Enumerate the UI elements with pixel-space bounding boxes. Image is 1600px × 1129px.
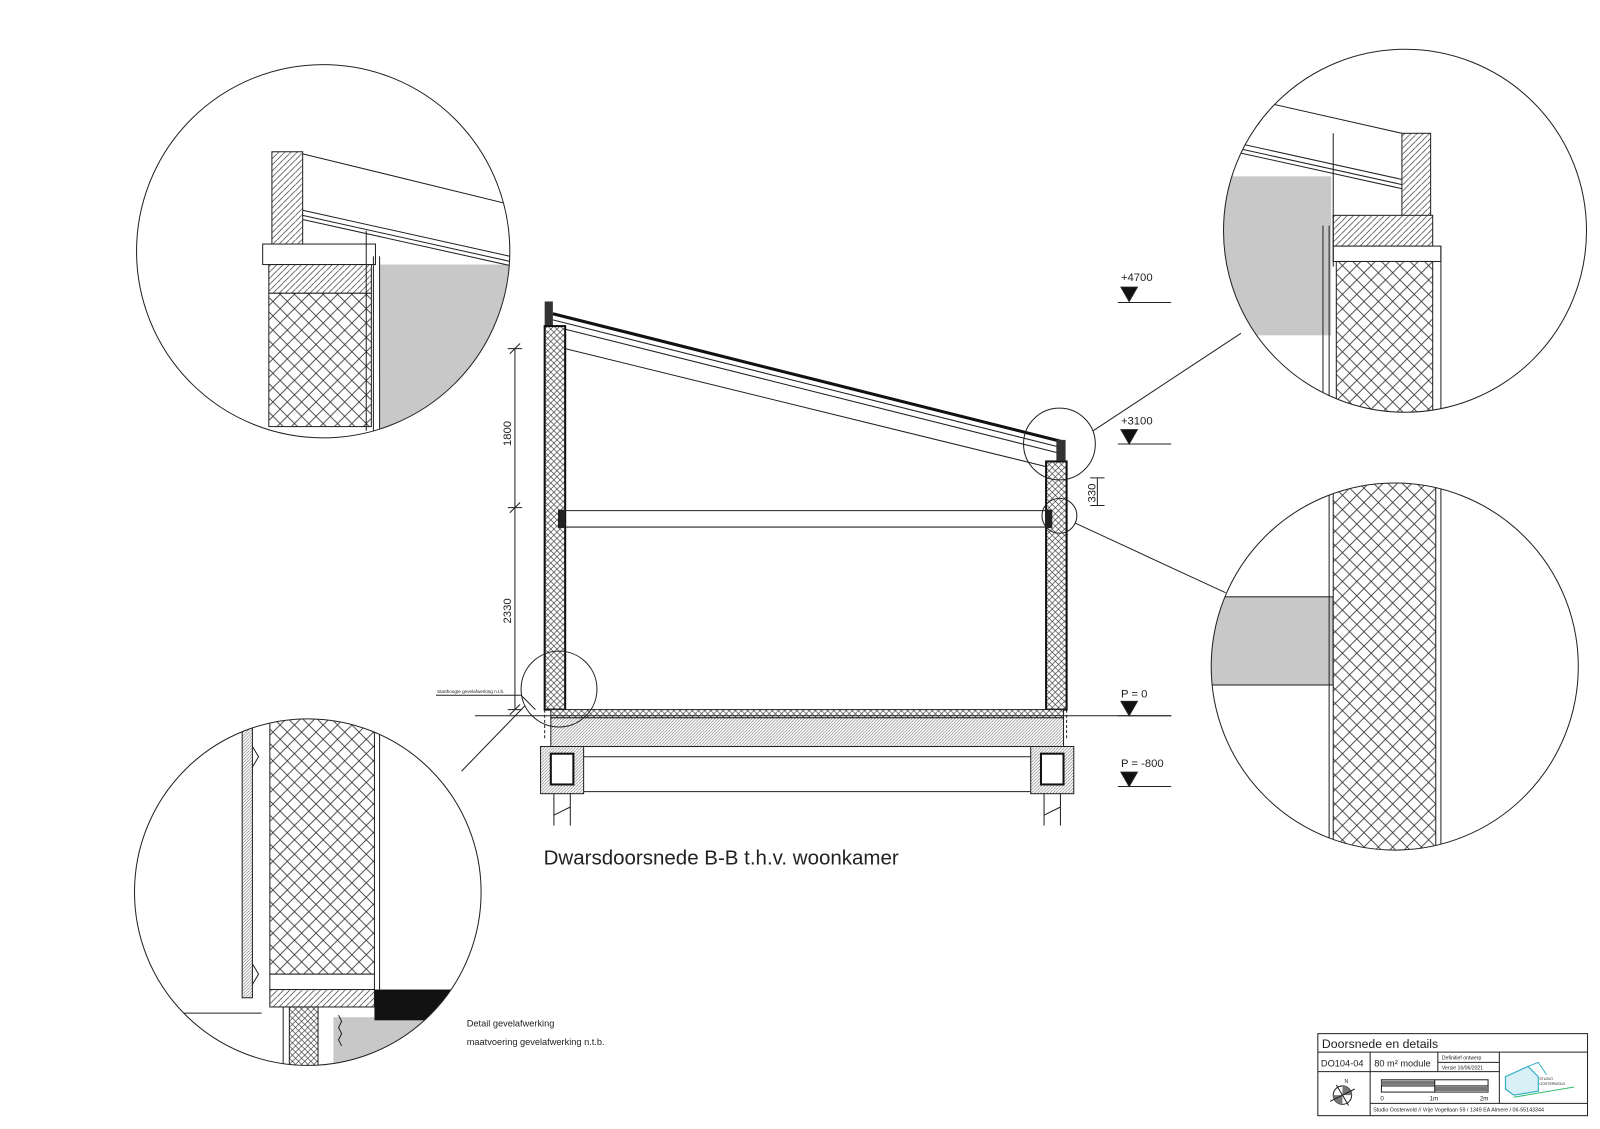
scale-label: 0 xyxy=(1380,1095,1384,1102)
level-label: P = 0 xyxy=(1121,688,1147,700)
cross-section xyxy=(435,286,1242,826)
level-markers xyxy=(1117,286,1172,788)
logo-text: STUDIO xyxy=(1539,1077,1553,1081)
dimension-label: 330 xyxy=(1086,484,1098,503)
title-block-heading: Doorsnede en details xyxy=(1322,1037,1438,1051)
detail-facade-base xyxy=(133,718,482,1066)
north-label: N xyxy=(1345,1079,1349,1085)
title-block: Doorsnede en details DO104-04 80 m² modu… xyxy=(1317,1033,1589,1117)
version-label: Versie 16/06/2021 xyxy=(1442,1066,1483,1072)
north-arrow-icon xyxy=(1329,1084,1355,1106)
dimension-label: 2330 xyxy=(502,598,514,623)
scale-label: 2m xyxy=(1480,1095,1489,1102)
detail-roof-left xyxy=(136,64,511,439)
small-note: Starthoogte gevelafwerking n.t.b. xyxy=(437,689,504,694)
level-label: +3100 xyxy=(1121,416,1153,428)
dimension-label: 1800 xyxy=(502,421,514,446)
address-line: Studio Oosterwold // Vrije Vogellaan 59 … xyxy=(1373,1108,1544,1114)
detail-note: Detail gevelafwerking xyxy=(467,1018,555,1028)
detail-roof-right xyxy=(1222,48,1588,413)
scale-label: 1m xyxy=(1430,1095,1439,1102)
level-label: +4700 xyxy=(1121,272,1153,284)
scale-bar xyxy=(1380,1079,1489,1093)
status-label: Definitief ontwerp xyxy=(1442,1055,1482,1061)
module-label: 80 m² module xyxy=(1374,1058,1430,1068)
detail-beam-connection xyxy=(1210,482,1579,851)
studio-logo: STUDIO OOSTERWOLD xyxy=(1504,1061,1575,1098)
drawing-number: DO104-04 xyxy=(1321,1058,1364,1068)
level-label: P = -800 xyxy=(1121,758,1164,770)
logo-text: OOSTERWOLD xyxy=(1539,1082,1565,1086)
detail-note: maatvoering gevelafwerking n.t.b. xyxy=(467,1037,605,1047)
drawing-title: Dwarsdoorsnede B-B t.h.v. woonkamer xyxy=(544,846,899,869)
